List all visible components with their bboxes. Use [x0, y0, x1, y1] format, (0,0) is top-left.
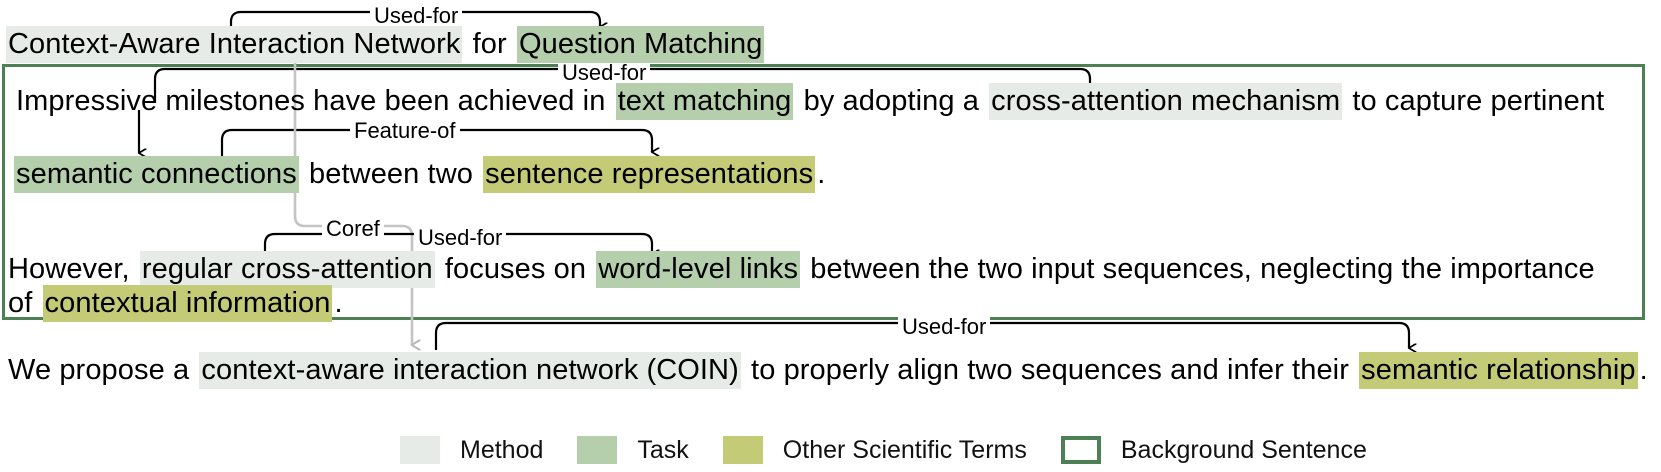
- entity-other-sentence-representations: sentence representations: [483, 156, 816, 193]
- background-sentence-box: [2, 64, 1645, 320]
- legend-item-task: Task: [577, 435, 689, 465]
- plain-text: to capture pertinent: [1344, 85, 1605, 117]
- background-sentence-1-line-2: semantic connections between two sentenc…: [14, 156, 827, 193]
- relation-label-used-for-2: Used-for: [558, 62, 651, 84]
- plain-text: Impressive milestones have been achieved…: [16, 85, 614, 117]
- plain-text: by adopting a: [795, 85, 988, 117]
- entity-method-context-aware-interaction-network: Context-Aware Interaction Network: [6, 26, 463, 63]
- background-sentence-2-line-2: of contextual information.: [6, 285, 345, 322]
- legend-swatch-other-scientific-terms: [722, 436, 763, 464]
- entity-task-question-matching: Question Matching: [516, 26, 765, 63]
- plain-text: .: [334, 287, 343, 319]
- entity-task-word-level-links: word-level links: [596, 251, 801, 288]
- entity-other-semantic-relationship: semantic relationship: [1359, 352, 1638, 389]
- entity-method-regular-cross-attention: regular cross-attention: [139, 251, 435, 288]
- relation-label-used-for-4: Used-for: [898, 316, 991, 338]
- relation-label-coref: Coref: [322, 218, 384, 240]
- conclusion-sentence: We propose a context-aware interaction n…: [6, 352, 1650, 389]
- legend-label-method: Method: [460, 435, 544, 464]
- legend: Method Task Other Scientific Terms Backg…: [400, 432, 1401, 468]
- relation-label-feature-of: Feature-of: [350, 120, 460, 142]
- legend-swatch-task: [577, 436, 618, 464]
- plain-text: focuses on: [436, 253, 595, 285]
- plain-text: .: [817, 158, 826, 190]
- plain-text: for: [464, 28, 515, 60]
- plain-text: to properly align two sequences and infe…: [742, 354, 1358, 386]
- legend-label-task: Task: [637, 435, 689, 464]
- plain-text: between the two input sequences, neglect…: [802, 253, 1595, 285]
- entity-method-cross-attention-mechanism: cross-attention mechanism: [989, 83, 1343, 120]
- legend-item-other-scientific-terms: Other Scientific Terms: [722, 435, 1027, 465]
- relation-label-used-for-3: Used-for: [414, 227, 507, 249]
- legend-label-other-scientific-terms: Other Scientific Terms: [782, 435, 1027, 464]
- relation-label-used-for-1: Used-for: [370, 5, 463, 27]
- plain-text: .: [1639, 354, 1648, 386]
- title-sentence: Context-Aware Interaction Network for Qu…: [6, 26, 765, 63]
- background-sentence-2-line-1: However, regular cross-attention focuses…: [6, 251, 1597, 288]
- entity-method-coin: context-aware interaction network (COIN): [199, 352, 741, 389]
- plain-text: of: [8, 287, 41, 319]
- plain-text: We propose a: [8, 354, 198, 386]
- plain-text: between two: [300, 158, 482, 190]
- plain-text: However,: [8, 253, 138, 285]
- entity-task-text-matching: text matching: [615, 83, 794, 120]
- entity-other-contextual-information: contextual information: [42, 285, 333, 322]
- background-sentence-1-line-1: Impressive milestones have been achieved…: [14, 83, 1606, 120]
- legend-swatch-method: [400, 436, 440, 464]
- legend-swatch-background-sentence: [1060, 436, 1101, 464]
- legend-item-method: Method: [400, 436, 543, 465]
- legend-item-background-sentence: Background Sentence: [1060, 435, 1367, 465]
- legend-label-background-sentence: Background Sentence: [1120, 435, 1367, 464]
- entity-task-semantic-connections: semantic connections: [14, 156, 299, 193]
